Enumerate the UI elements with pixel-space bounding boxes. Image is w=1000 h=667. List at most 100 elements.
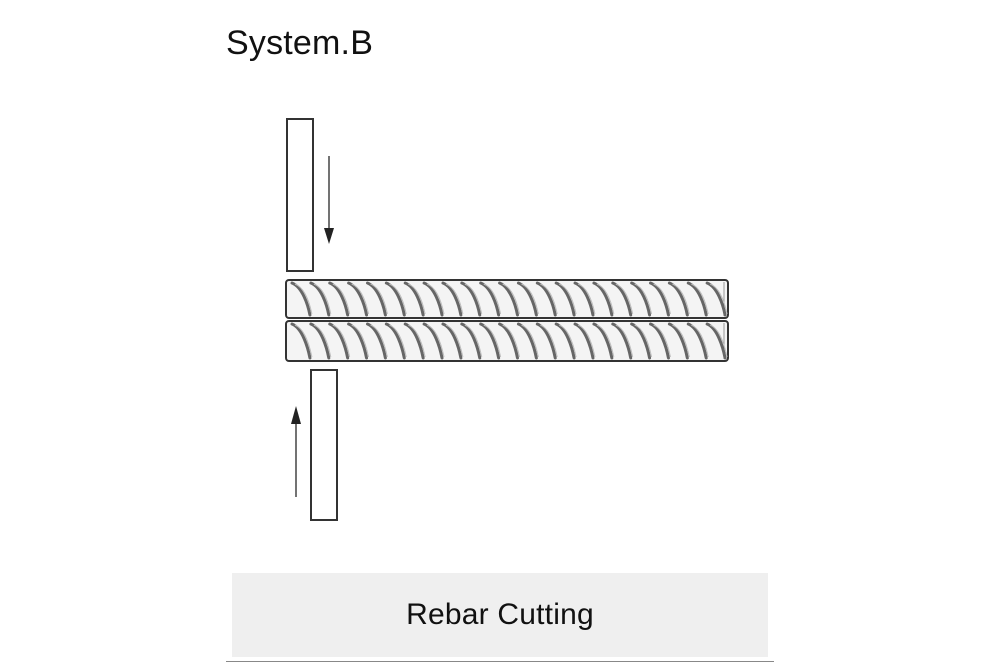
rebar-rib: [516, 322, 538, 360]
rebar-rib: [573, 281, 595, 317]
rebar-rib-highlight: [558, 324, 577, 358]
rebar-rib: [460, 281, 482, 317]
rebar-rib: [403, 322, 425, 360]
rebar-rib-highlight: [426, 283, 445, 315]
rebar-rib: [328, 322, 350, 360]
rebar-rib: [611, 281, 633, 317]
rebar-rib: [441, 281, 463, 317]
rebar-bar: [285, 320, 729, 362]
rebar-rib: [365, 281, 387, 317]
rebar-rib-highlight: [596, 283, 615, 315]
rebar-bar: [285, 279, 729, 319]
rebar-rib: [290, 281, 312, 317]
rebar-rib: [422, 281, 444, 317]
rebar-rib-highlight: [407, 324, 426, 358]
rebar-rib-highlight: [332, 283, 351, 315]
rebar-rib: [649, 281, 670, 317]
rebar-group: [285, 279, 729, 362]
rebar-rib: [573, 322, 595, 360]
rebar-rib: [686, 281, 708, 317]
rebar-rib-highlight: [521, 283, 539, 315]
rebar-rib-highlight: [558, 283, 577, 315]
rebar-rib-highlight: [502, 283, 520, 315]
rebar-rib: [667, 281, 689, 317]
rebar-rib-highlight: [634, 283, 653, 315]
rebar-rib: [347, 322, 369, 360]
rebar-rib-highlight: [596, 324, 615, 358]
rebar-rib-highlight: [408, 283, 426, 315]
rebar-rib-highlight: [540, 283, 558, 315]
rebar-rib: [479, 281, 501, 317]
rebar-rib-highlight: [389, 283, 407, 315]
rebar-rib-highlight: [672, 324, 690, 358]
rebar-rib: [611, 322, 633, 360]
rebar-rib-highlight: [672, 283, 690, 315]
caption-label: Rebar Cutting: [406, 598, 594, 631]
rebar-rib-highlight: [653, 283, 671, 315]
rebar-rib: [630, 322, 652, 360]
rebar-rib: [422, 322, 444, 360]
rebar-rib: [384, 322, 406, 360]
rebar-rib: [328, 281, 350, 317]
rebar-rib-highlight: [653, 324, 671, 358]
rebar-rib-highlight: [426, 324, 445, 358]
rebar-rib: [649, 322, 670, 360]
rebar-rib-highlight: [615, 324, 634, 358]
rebar-rib-highlight: [709, 283, 728, 315]
rebar-rib-highlight: [521, 324, 539, 358]
rebar-rib: [592, 322, 614, 360]
rebar-rib-highlight: [577, 324, 596, 358]
rebar-rib-highlight: [445, 283, 464, 315]
rebar-rib-highlight: [313, 283, 332, 315]
rebar-rib-highlight: [615, 283, 634, 315]
rebar-rib-highlight: [577, 283, 596, 315]
rebar-rib-highlight: [370, 283, 388, 315]
rebar-rib: [460, 322, 482, 360]
rebar-rib: [479, 322, 501, 360]
rebar-rib-highlight: [351, 283, 370, 315]
rebar-rib: [309, 281, 331, 317]
rebar-rib-highlight: [483, 324, 502, 358]
down-arrow-icon: [324, 156, 334, 244]
rebar-rib-highlight: [709, 324, 728, 358]
rebar-rib-highlight: [332, 324, 351, 358]
rebar-rib: [592, 281, 614, 317]
rebar-rib-highlight: [294, 324, 313, 358]
rebar-rib: [535, 281, 557, 317]
rebar-rib: [384, 281, 406, 317]
rebar-rib: [309, 322, 331, 360]
rebar-rib: [365, 322, 387, 360]
rebar-rib: [516, 281, 538, 317]
upper-blade: [286, 118, 314, 272]
rebar-rib: [403, 281, 425, 317]
rebar-rib-highlight: [540, 324, 558, 358]
up-arrow-icon: [291, 406, 301, 497]
rebar-rib-highlight: [483, 283, 502, 315]
rebar-rib: [705, 281, 727, 317]
rebar-rib-highlight: [313, 324, 332, 358]
rebar-rib-highlight: [389, 324, 407, 358]
lower-blade: [310, 369, 338, 521]
rebar-rib-highlight: [464, 324, 483, 358]
rebar-rib: [686, 322, 708, 360]
rebar-rib: [554, 322, 576, 360]
rebar-rib: [554, 281, 576, 317]
rebar-rib: [498, 281, 519, 317]
rebar-rib-highlight: [294, 283, 313, 315]
rebar-rib: [347, 281, 369, 317]
rebar-rib-highlight: [445, 324, 464, 358]
rebar-rib: [630, 281, 652, 317]
rebar-rib: [667, 322, 689, 360]
rebar-rib-highlight: [351, 324, 370, 358]
rebar-rib: [441, 322, 463, 360]
rebar-rib-highlight: [370, 324, 388, 358]
rebar-rib-highlight: [634, 324, 653, 358]
system-title: System.B: [226, 24, 374, 62]
rebar-rib-highlight: [502, 324, 520, 358]
rebar-rib: [498, 322, 519, 360]
rebar-rib: [705, 322, 727, 360]
rebar-rib-highlight: [691, 283, 709, 315]
rebar-rib-highlight: [691, 324, 709, 358]
rebar-rib-highlight: [464, 283, 483, 315]
